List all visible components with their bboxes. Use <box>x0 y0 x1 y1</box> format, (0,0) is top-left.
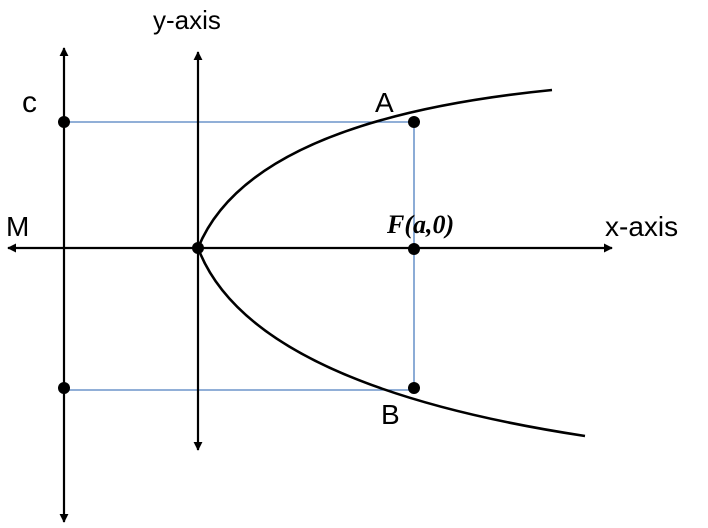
guide-lines <box>64 121 415 391</box>
label-focus: F(a,0) <box>386 210 454 239</box>
point-focus <box>408 243 420 255</box>
point-a <box>408 116 420 128</box>
label-a: A <box>375 87 394 118</box>
parabola-curve <box>196 88 586 438</box>
point-c <box>58 116 70 128</box>
label-b: B <box>381 399 400 430</box>
point-b <box>408 382 420 394</box>
y-axis-label: y-axis <box>153 5 221 35</box>
point-lower-directrix <box>58 382 70 394</box>
label-c: c <box>22 86 37 119</box>
point-origin <box>192 242 204 254</box>
label-m: M <box>6 211 29 242</box>
x-axis-label: x-axis <box>605 211 678 242</box>
points <box>58 116 420 394</box>
